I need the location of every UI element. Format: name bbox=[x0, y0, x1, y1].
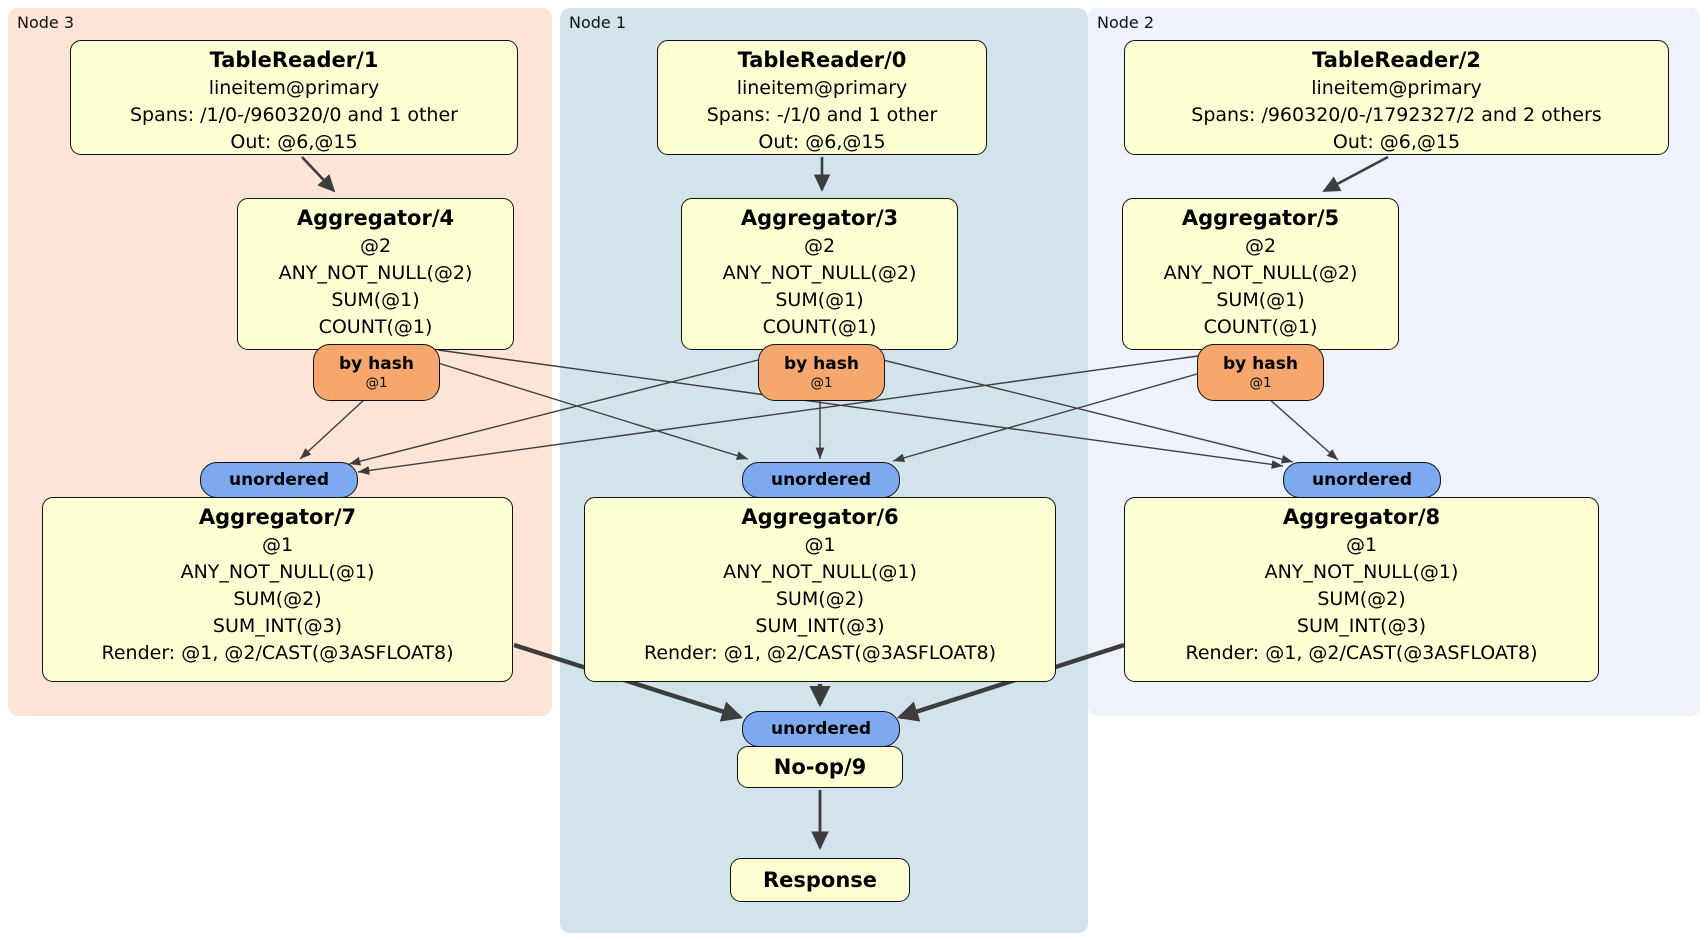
agg-fn: COUNT(@1) bbox=[1203, 316, 1318, 338]
processor-title: TableReader/0 bbox=[737, 48, 907, 72]
processor-title: Aggregator/8 bbox=[1282, 505, 1441, 529]
agg-group-cols: @1 bbox=[804, 534, 836, 556]
processor-index: lineitem@primary bbox=[208, 77, 380, 99]
sync-unordered-node1: unordered bbox=[742, 462, 900, 498]
agg-fn: SUM(@2) bbox=[775, 588, 865, 610]
processor-aggregator-8: Aggregator/8 @1 ANY_NOT_NULL(@1) SUM(@2)… bbox=[1124, 497, 1599, 682]
processor-title: TableReader/1 bbox=[209, 48, 379, 72]
edge-hash4-sync6 bbox=[437, 362, 749, 460]
router-label: by hash bbox=[1223, 354, 1298, 374]
processor-out: Out: @6,@15 bbox=[758, 131, 886, 153]
processor-spans: Spans: /960320/0-/1792327/2 and 2 others bbox=[1191, 104, 1602, 126]
router-hash-columns: @1 bbox=[1249, 375, 1272, 391]
edge-hash5-sync6 bbox=[892, 371, 1205, 463]
edge-tablereader1-aggregator4 bbox=[301, 156, 336, 193]
edge-hash3-sync7 bbox=[348, 359, 759, 466]
processor-title: Aggregator/3 bbox=[740, 206, 899, 230]
agg-fn: COUNT(@1) bbox=[318, 316, 433, 338]
processor-index: lineitem@primary bbox=[1311, 77, 1482, 99]
processor-index: lineitem@primary bbox=[736, 77, 908, 99]
agg-render-expr: Render: @1, @2/CAST(@3ASFLOAT8) bbox=[644, 642, 996, 664]
edge-tablereader2-aggregator5 bbox=[1322, 155, 1389, 193]
agg-fn: ANY_NOT_NULL(@2) bbox=[1163, 262, 1358, 284]
edge-hash5-sync7 bbox=[357, 355, 1199, 475]
sync-label: unordered bbox=[228, 470, 330, 490]
agg-fn: ANY_NOT_NULL(@1) bbox=[723, 561, 917, 583]
sync-unordered-node2: unordered bbox=[1283, 462, 1441, 498]
agg-fn: COUNT(@1) bbox=[762, 316, 877, 338]
agg-fn: ANY_NOT_NULL(@1) bbox=[180, 561, 375, 583]
router-by-hash-node2: by hash @1 bbox=[1197, 344, 1324, 401]
router-by-hash-node3: by hash @1 bbox=[313, 344, 440, 401]
agg-group-cols: @2 bbox=[1244, 235, 1277, 257]
processor-noop-9: No-op/9 bbox=[737, 746, 903, 788]
agg-fn: ANY_NOT_NULL(@2) bbox=[722, 262, 917, 284]
agg-render-expr: Render: @1, @2/CAST(@3ASFLOAT8) bbox=[1185, 642, 1538, 664]
router-hash-columns: @1 bbox=[810, 375, 833, 391]
processor-title: No-op/9 bbox=[773, 754, 867, 779]
edge-hash4-sync7 bbox=[299, 397, 367, 460]
sync-unordered-final: unordered bbox=[742, 711, 900, 747]
edge-hash5-sync8 bbox=[1267, 397, 1339, 461]
agg-fn: ANY_NOT_NULL(@2) bbox=[278, 262, 473, 284]
region-node2-label: Node 2 bbox=[1097, 13, 1155, 32]
router-label: by hash bbox=[784, 354, 859, 374]
processor-tablereader-0: TableReader/0 lineitem@primary Spans: -/… bbox=[657, 40, 987, 155]
processor-title: Aggregator/5 bbox=[1181, 206, 1340, 230]
processor-response: Response bbox=[730, 858, 910, 902]
sync-label: unordered bbox=[1311, 470, 1413, 490]
processor-tablereader-2: TableReader/2 lineitem@primary Spans: /9… bbox=[1124, 40, 1669, 155]
agg-render-expr: Render: @1, @2/CAST(@3ASFLOAT8) bbox=[101, 642, 454, 664]
agg-fn: SUM_INT(@3) bbox=[1296, 615, 1427, 637]
agg-fn: SUM(@1) bbox=[775, 289, 864, 311]
edge-hash4-sync8 bbox=[437, 349, 1284, 469]
agg-fn: SUM_INT(@3) bbox=[755, 615, 885, 637]
processor-aggregator-7: Aggregator/7 @1 ANY_NOT_NULL(@1) SUM(@2)… bbox=[42, 497, 513, 682]
router-label: by hash bbox=[339, 354, 414, 374]
processor-aggregator-3: Aggregator/3 @2 ANY_NOT_NULL(@2) SUM(@1)… bbox=[681, 198, 958, 350]
router-by-hash-node1: by hash @1 bbox=[758, 344, 885, 401]
processor-out: Out: @6,@15 bbox=[1332, 131, 1461, 153]
processor-spans: Spans: -/1/0 and 1 other bbox=[706, 104, 938, 126]
processor-title: TableReader/2 bbox=[1312, 48, 1481, 72]
agg-fn: SUM(@2) bbox=[233, 588, 322, 610]
region-node3-label: Node 3 bbox=[17, 13, 75, 32]
processor-tablereader-1: TableReader/1 lineitem@primary Spans: /1… bbox=[70, 40, 518, 155]
processor-title: Aggregator/4 bbox=[296, 206, 455, 230]
agg-fn: SUM(@1) bbox=[1216, 289, 1305, 311]
agg-group-cols: @2 bbox=[359, 235, 392, 257]
agg-fn: SUM_INT(@3) bbox=[212, 615, 343, 637]
sync-label: unordered bbox=[770, 719, 872, 739]
agg-group-cols: @2 bbox=[803, 235, 836, 257]
sync-label: unordered bbox=[770, 470, 872, 490]
processor-out: Out: @6,@15 bbox=[230, 131, 358, 153]
agg-group-cols: @1 bbox=[261, 534, 294, 556]
processor-title: Response bbox=[762, 867, 878, 892]
processor-title: Aggregator/7 bbox=[198, 505, 357, 529]
processor-spans: Spans: /1/0-/960320/0 and 1 other bbox=[130, 104, 458, 126]
agg-fn: ANY_NOT_NULL(@1) bbox=[1264, 561, 1459, 583]
router-hash-columns: @1 bbox=[365, 375, 388, 391]
agg-group-cols: @1 bbox=[1345, 534, 1378, 556]
processor-aggregator-4: Aggregator/4 @2 ANY_NOT_NULL(@2) SUM(@1)… bbox=[237, 198, 514, 350]
processor-aggregator-5: Aggregator/5 @2 ANY_NOT_NULL(@2) SUM(@1)… bbox=[1122, 198, 1399, 350]
processor-aggregator-6: Aggregator/6 @1 ANY_NOT_NULL(@1) SUM(@2)… bbox=[584, 497, 1056, 682]
processor-title: Aggregator/6 bbox=[741, 505, 899, 529]
agg-fn: SUM(@1) bbox=[331, 289, 420, 311]
sync-unordered-node3: unordered bbox=[200, 462, 358, 498]
region-node1-label: Node 1 bbox=[569, 13, 627, 32]
agg-fn: SUM(@2) bbox=[1317, 588, 1406, 610]
edge-hash3-sync8 bbox=[882, 359, 1294, 464]
